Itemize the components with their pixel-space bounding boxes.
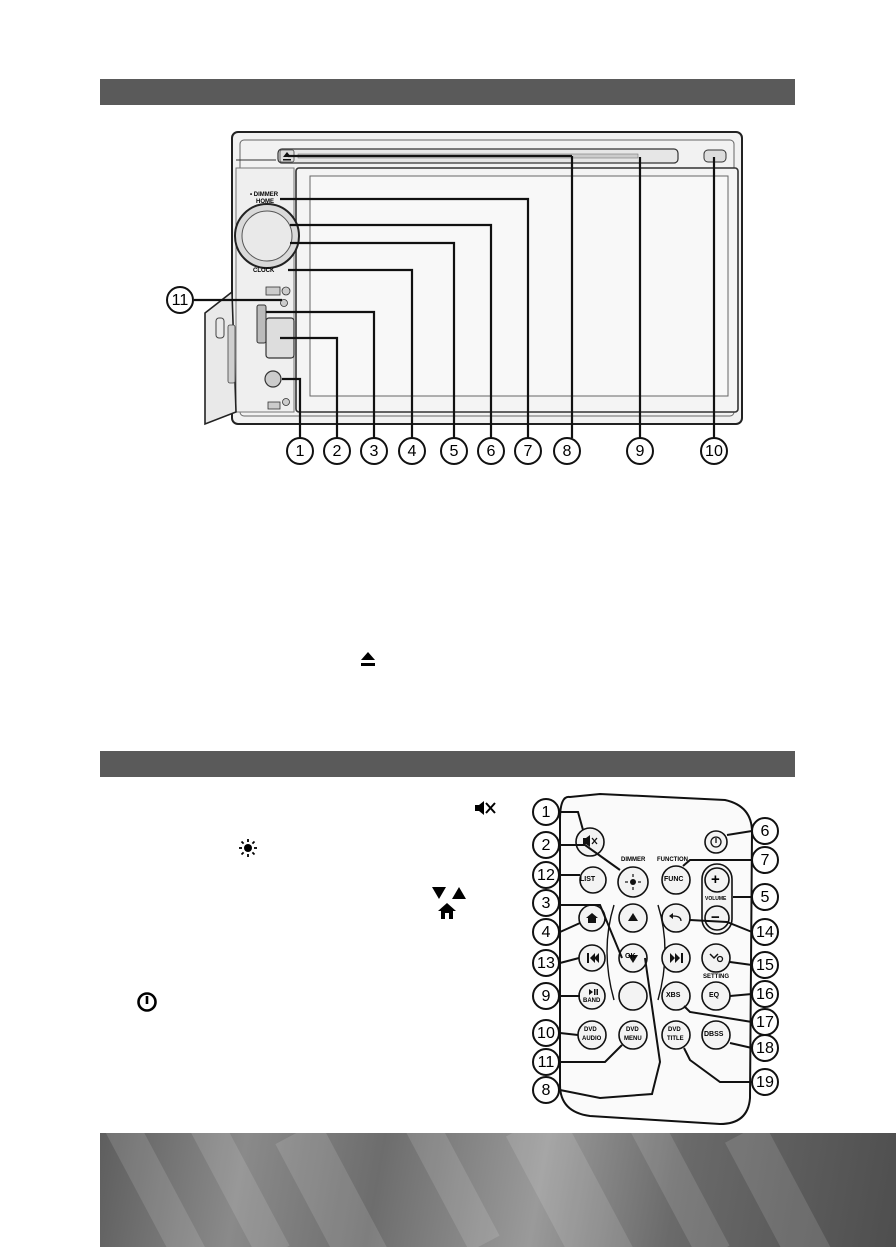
callout-16: 16 bbox=[751, 980, 779, 1008]
callout-18: 18 bbox=[751, 1034, 779, 1062]
func-button-label: FUNC bbox=[664, 876, 684, 883]
dvd-audio-label-2: AUDIO bbox=[582, 1036, 602, 1042]
volume-plus-label: + bbox=[711, 871, 720, 888]
callout-2: 2 bbox=[532, 831, 560, 859]
mute-icon bbox=[475, 801, 496, 815]
callout-10: 10 bbox=[532, 1019, 560, 1047]
callout-5: 5 bbox=[440, 437, 468, 465]
callout-11: 11 bbox=[532, 1048, 560, 1076]
section-header-bar-remote bbox=[100, 751, 795, 777]
dimmer-sun-icon bbox=[239, 839, 257, 857]
callout-10: 10 bbox=[700, 437, 728, 465]
callout-4: 4 bbox=[532, 918, 560, 946]
callout-8: 8 bbox=[553, 437, 581, 465]
power-icon bbox=[137, 992, 157, 1012]
callout-8: 8 bbox=[532, 1076, 560, 1104]
callout-9: 9 bbox=[532, 982, 560, 1010]
ok-button-label: OK bbox=[625, 953, 636, 960]
volume-label-remote: VOLUME bbox=[705, 896, 727, 902]
dvd-menu-label-2: MENU bbox=[624, 1036, 642, 1042]
head-unit-illustration bbox=[194, 131, 743, 438]
arrow-down-up-icon bbox=[432, 887, 466, 899]
dbss-button-label: DBSS bbox=[704, 1031, 724, 1038]
dvd-menu-label-1: DVD bbox=[626, 1027, 639, 1033]
dimmer-label-front: • DIMMER bbox=[250, 192, 279, 198]
section-header-bar-front-panel bbox=[100, 79, 795, 105]
callout-5: 5 bbox=[751, 883, 779, 911]
callout-7: 7 bbox=[751, 846, 779, 874]
callout-6: 6 bbox=[751, 817, 779, 845]
callout-3: 3 bbox=[360, 437, 388, 465]
dvd-title-label-2: TITLE bbox=[667, 1036, 684, 1042]
callout-9: 9 bbox=[626, 437, 654, 465]
home-icon bbox=[438, 903, 456, 919]
function-label-remote: FUNCTION bbox=[657, 857, 688, 863]
callout-7: 7 bbox=[514, 437, 542, 465]
eq-button-label: EQ bbox=[709, 992, 720, 999]
callout-4: 4 bbox=[398, 437, 426, 465]
callout-1: 1 bbox=[532, 798, 560, 826]
callout-19: 19 bbox=[751, 1068, 779, 1096]
setting-label-remote: SETTING bbox=[703, 974, 730, 980]
band-button-label: BAND bbox=[583, 998, 601, 1004]
eject-icon bbox=[361, 652, 375, 666]
callout-12: 12 bbox=[532, 861, 560, 889]
callout-1: 1 bbox=[286, 437, 314, 465]
home-label-front: HOME bbox=[256, 199, 274, 205]
dvd-title-label-1: DVD bbox=[668, 1027, 681, 1033]
callout-6: 6 bbox=[477, 437, 505, 465]
xbs-button-label: XBS bbox=[666, 992, 681, 999]
volume-minus-label: − bbox=[711, 909, 720, 926]
callout-14: 14 bbox=[751, 918, 779, 946]
dvd-audio-label-1: DVD bbox=[584, 1027, 597, 1033]
footer-decorative-band bbox=[100, 1133, 896, 1247]
dimmer-label-remote: DIMMER bbox=[621, 857, 646, 863]
callout-17: 17 bbox=[751, 1008, 779, 1036]
list-button-label: LIST bbox=[580, 876, 596, 883]
callout-13: 13 bbox=[532, 949, 560, 977]
callout-11: 11 bbox=[166, 286, 194, 314]
callout-2: 2 bbox=[323, 437, 351, 465]
callout-3: 3 bbox=[532, 889, 560, 917]
callout-15: 15 bbox=[751, 951, 779, 979]
clock-label-front: CLOCK bbox=[253, 268, 275, 274]
